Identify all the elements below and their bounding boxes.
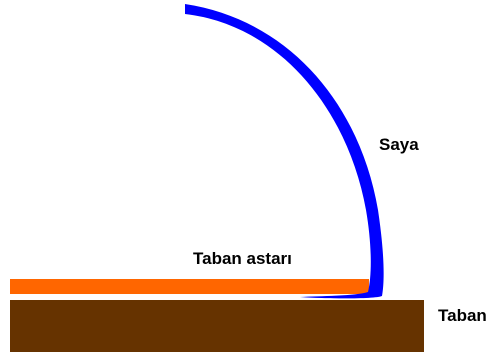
sole-label: Taban xyxy=(438,306,487,325)
sole-layer xyxy=(10,300,424,352)
insole-layer xyxy=(10,279,369,294)
upper-label: Saya xyxy=(379,135,419,154)
insole-label: Taban astarı xyxy=(193,249,292,268)
